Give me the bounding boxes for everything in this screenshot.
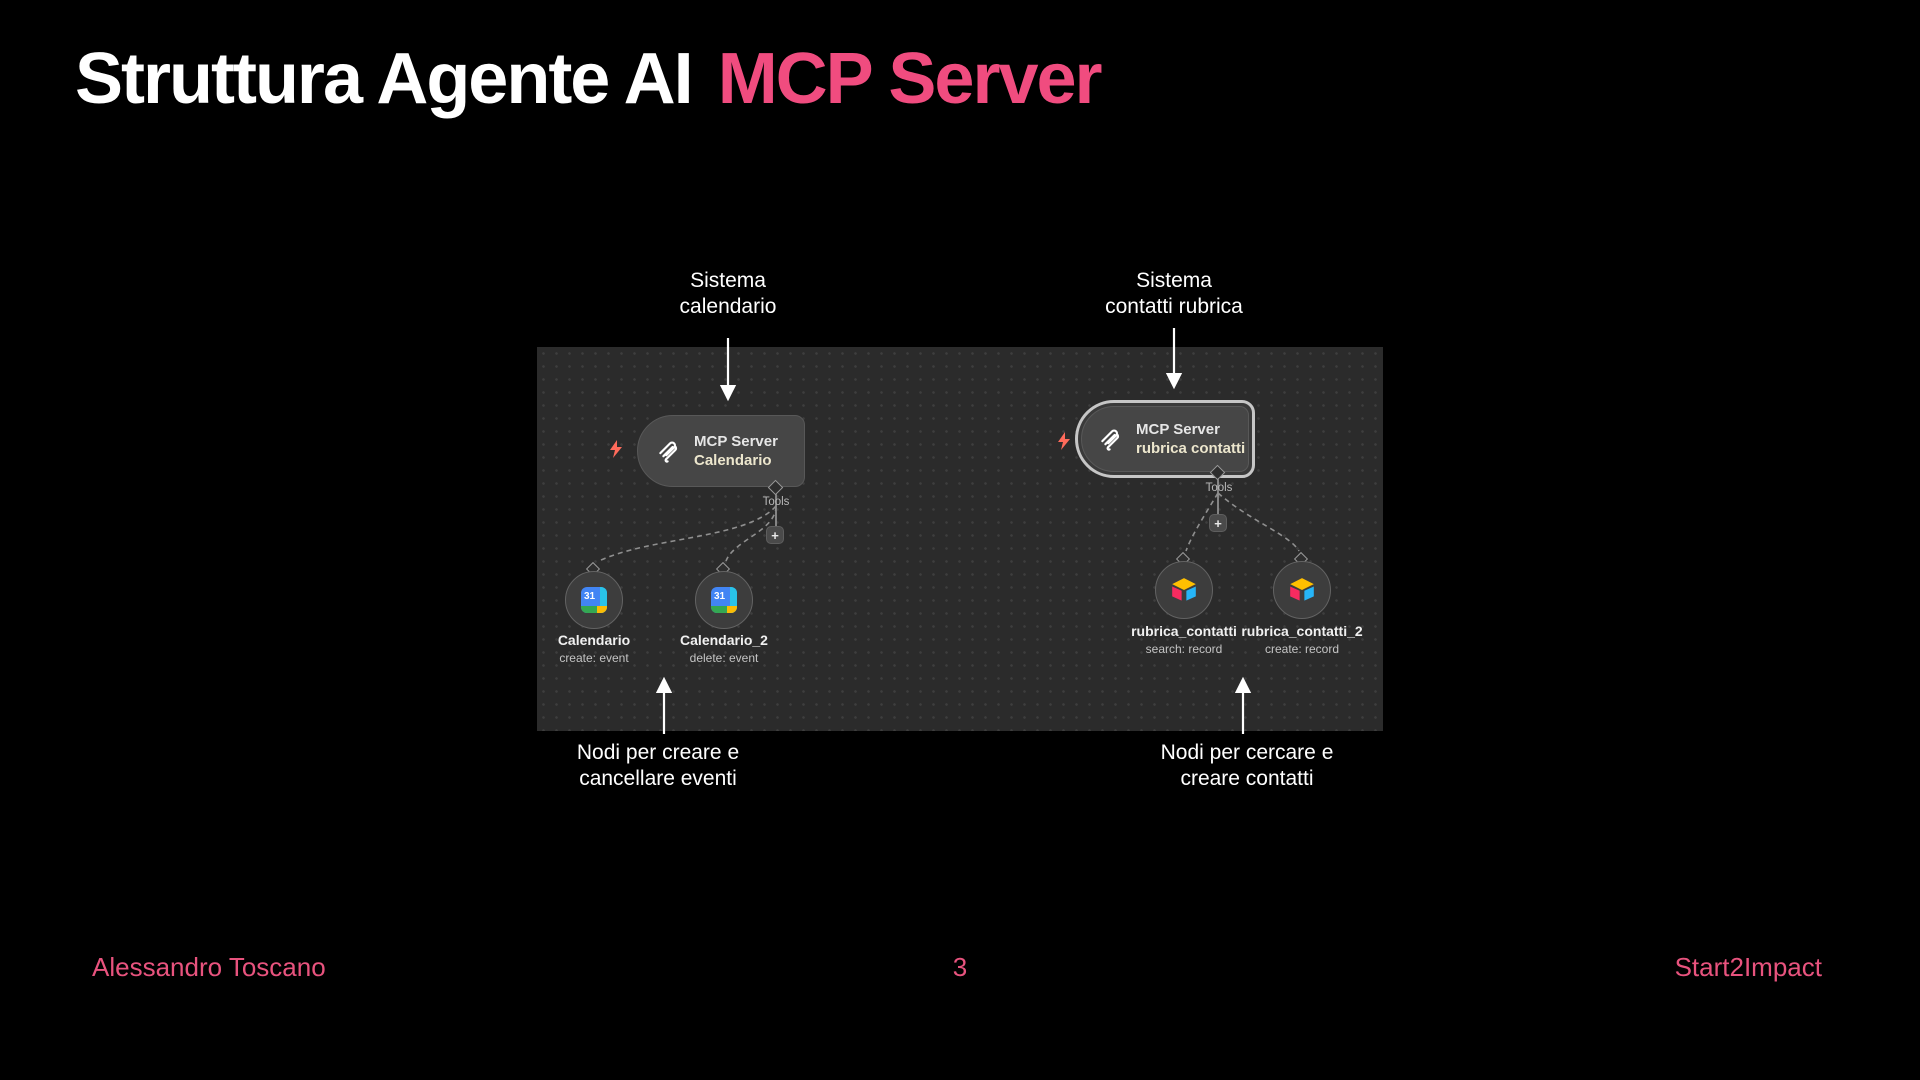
annotation-line: cancellare eventi	[579, 767, 737, 790]
annotation-sistema-calendario: Sistema calendario	[608, 268, 848, 320]
footer-page-number: 3	[952, 952, 968, 982]
node-label: MCP Server rubrica contatti	[1136, 420, 1245, 458]
page-title: Struttura Agente AI MCP Server	[75, 38, 1103, 120]
trigger-bolt-icon	[610, 440, 622, 458]
node-title: MCP Server	[1136, 421, 1220, 438]
google-calendar-icon: 31	[711, 587, 737, 613]
annotation-line: Sistema	[1136, 269, 1212, 292]
mcp-logo-icon	[659, 441, 677, 463]
node-mcp-server-rubrica-contatti[interactable]: MCP Server rubrica contatti	[1081, 406, 1249, 472]
node-mcp-server-calendario[interactable]: MCP Server Calendario	[637, 415, 805, 487]
tools-connector-label: Tools	[1205, 482, 1233, 494]
tool-node-name: Calendario_2	[680, 632, 768, 648]
node-label: MCP Server Calendario	[694, 432, 778, 470]
tool-node-operation: delete: event	[689, 651, 759, 665]
annotation-line: Nodi per creare e	[576, 741, 740, 764]
node-title: MCP Server	[694, 433, 778, 450]
annotation-line: Sistema	[690, 269, 766, 292]
node-subtitle: Calendario	[694, 452, 772, 469]
tool-node-name: Calendario	[557, 632, 631, 648]
page-title-accent: MCP Server	[717, 39, 1103, 119]
tool-node-name: rubrica_contatti_2	[1241, 623, 1363, 639]
node-rubrica-contatti[interactable]	[1155, 561, 1213, 619]
annotation-nodi-eventi: Nodi per creare e cancellare eventi	[538, 740, 778, 792]
footer-author: Alessandro Toscano	[92, 952, 326, 982]
footer-brand: Start2Impact	[1674, 952, 1822, 982]
connection-wires	[598, 478, 1300, 562]
annotation-line: calendario	[679, 295, 777, 318]
node-calendario[interactable]: 31	[565, 571, 623, 629]
trigger-bolt-icon	[1058, 432, 1070, 450]
mcp-logo-icon	[1101, 429, 1119, 451]
calendar-day-number: 31	[584, 591, 596, 602]
tool-node-operation: create: record	[1264, 642, 1340, 656]
workflow-canvas: MCP Server Calendario MCP Server rubrica…	[537, 347, 1383, 731]
google-calendar-icon: 31	[581, 587, 607, 613]
page-title-main: Struttura Agente AI	[75, 39, 694, 119]
add-tool-button[interactable]: +	[1209, 514, 1227, 532]
annotation-nodi-contatti: Nodi per cercare e creare contatti	[1127, 740, 1367, 792]
airtable-icon	[1290, 578, 1314, 601]
node-calendario-2[interactable]: 31	[695, 571, 753, 629]
airtable-icon	[1172, 578, 1196, 601]
tool-node-operation: search: record	[1145, 642, 1223, 656]
add-tool-button[interactable]: +	[766, 526, 784, 544]
node-subtitle: rubrica contatti	[1136, 440, 1246, 457]
calendar-day-number: 31	[714, 591, 726, 602]
tools-connector-label: Tools	[762, 496, 790, 508]
tool-node-name: rubrica_contatti	[1131, 623, 1237, 639]
annotation-sistema-contatti: Sistema contatti rubrica	[1054, 268, 1294, 320]
annotation-line: contatti rubrica	[1105, 295, 1243, 318]
annotation-line: Nodi per cercare e	[1160, 741, 1334, 764]
annotation-line: creare contatti	[1180, 767, 1314, 790]
tool-node-operation: create: event	[559, 651, 629, 665]
node-rubrica-contatti-2[interactable]	[1273, 561, 1331, 619]
selection-ring: MCP Server rubrica contatti	[1075, 400, 1255, 478]
